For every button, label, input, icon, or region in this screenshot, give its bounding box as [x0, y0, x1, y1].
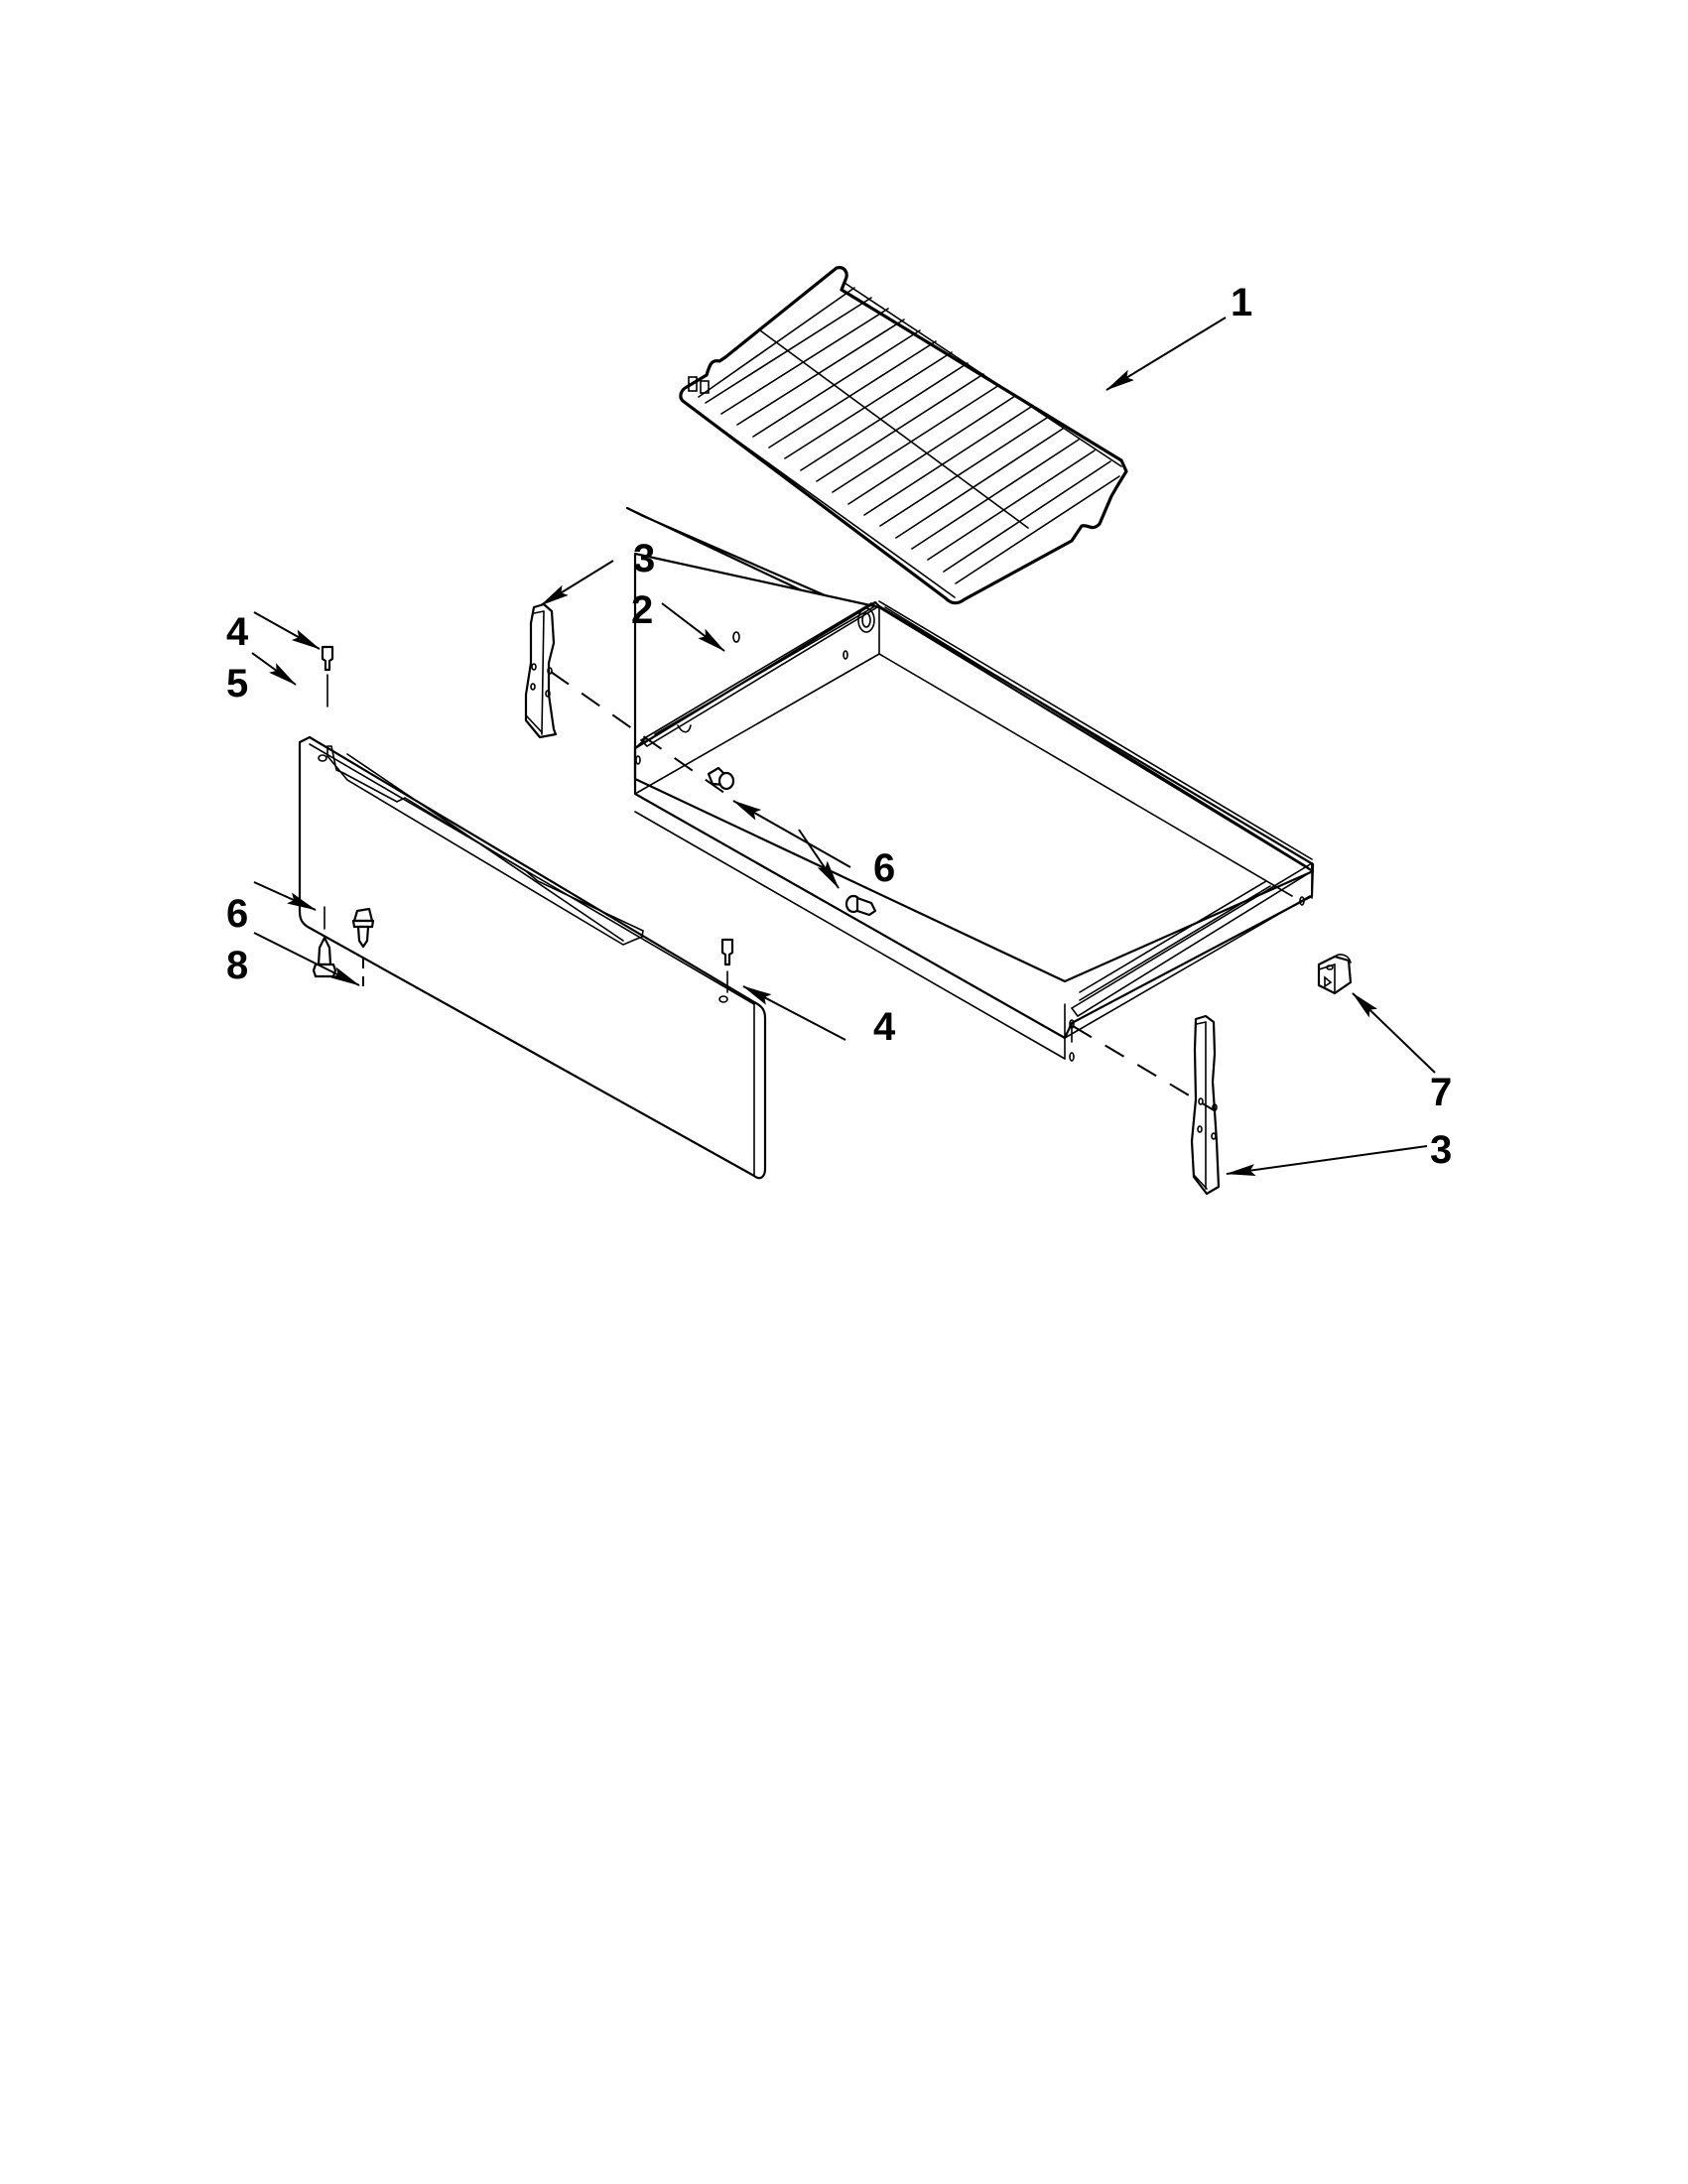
callout-5: 5	[226, 662, 248, 706]
callout-6-center: 6	[873, 846, 895, 890]
leader-lines	[251, 317, 1436, 1176]
stud-left	[321, 645, 334, 707]
screw-pan-right	[844, 894, 877, 917]
screw-pan-left	[707, 766, 735, 791]
clip	[1317, 954, 1353, 995]
callout-2: 2	[631, 588, 653, 632]
drawer-slide-bracket-left	[524, 602, 558, 739]
callout-3-left: 3	[633, 537, 655, 580]
callout-4-left: 4	[226, 610, 249, 654]
drawer-pan	[625, 506, 1315, 1062]
stud-right	[720, 938, 734, 993]
callout-3-right: 3	[1430, 1128, 1452, 1172]
callout-8: 8	[226, 944, 248, 987]
callout-6-left: 6	[226, 892, 248, 936]
callout-4-right: 4	[873, 1005, 896, 1049]
callout-7: 7	[1430, 1071, 1452, 1114]
callout-1: 1	[1231, 281, 1252, 324]
callouts: 1 2 3 3 4 4 5 6 6 7 8	[226, 281, 1452, 1172]
screw-mounting	[351, 907, 375, 992]
assembly-lines	[550, 671, 1217, 1112]
oven-rack	[679, 266, 1128, 605]
screw-front-panel	[312, 906, 337, 978]
drawer-front-panel	[298, 735, 767, 1180]
